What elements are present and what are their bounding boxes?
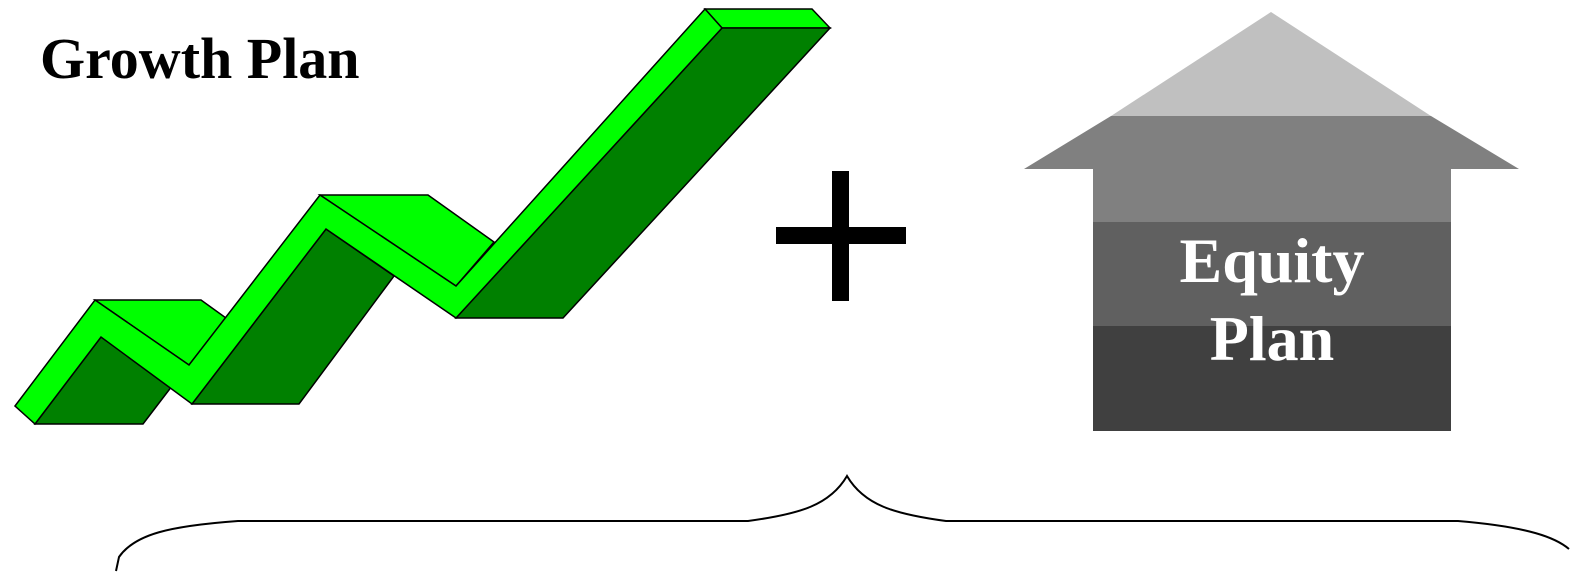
growth-arrow-top-face-3 bbox=[705, 9, 830, 28]
plus-sign bbox=[776, 171, 906, 301]
curly-brace bbox=[116, 476, 1569, 571]
equity-plan-label: Equity Plan bbox=[1093, 222, 1451, 378]
growth-arrow-dark-face-4 bbox=[456, 28, 830, 318]
equity-plan-label-line-2: Plan bbox=[1093, 300, 1451, 378]
house-band-1 bbox=[1024, 116, 1519, 222]
plus-sign-horizontal-bar bbox=[776, 227, 906, 244]
house-roof-top bbox=[1111, 12, 1431, 116]
equity-plan-label-line-1: Equity bbox=[1093, 222, 1451, 300]
growth-plan-title: Growth Plan bbox=[40, 30, 360, 88]
